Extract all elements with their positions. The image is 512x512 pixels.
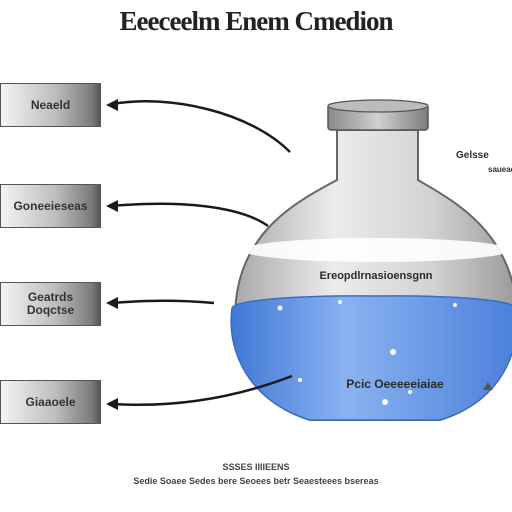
liquid-label: Pcic Oeeeeeiaiae: [346, 377, 444, 391]
surface-label: Ereopdlrnasioensgnn: [319, 270, 432, 282]
arrow-4: [111, 374, 293, 407]
diagram-title: Eeeceelm Enem Cmedion: [119, 6, 394, 36]
connector-arrows: [111, 100, 293, 407]
arrow-3: [111, 299, 215, 305]
arrow-1: [111, 100, 291, 153]
flask-cap-top: [327, 99, 429, 113]
label-box-3: Geatrds Doqctse: [0, 282, 101, 326]
arrow-heads: [106, 99, 118, 410]
caption-line-1: SSSES IIIIEENS: [222, 462, 290, 472]
label-box-2: Goneeieseas: [0, 184, 101, 228]
label-box-4: Giaaoele: [0, 380, 101, 424]
liquid-surface: [242, 238, 510, 262]
arrow-up-icon: [483, 382, 493, 390]
caption-line-2: Sedie Soaee Sedes bere Seoees betr Seaes…: [133, 476, 379, 486]
arrow-2: [111, 202, 269, 228]
bubbles: [277, 300, 457, 405]
side-label-line2: saueae: [488, 165, 512, 174]
flask-liquid: [230, 295, 512, 421]
label-box-1: Neaeld: [0, 83, 101, 127]
side-label-line1: Gelsse: [456, 150, 489, 161]
